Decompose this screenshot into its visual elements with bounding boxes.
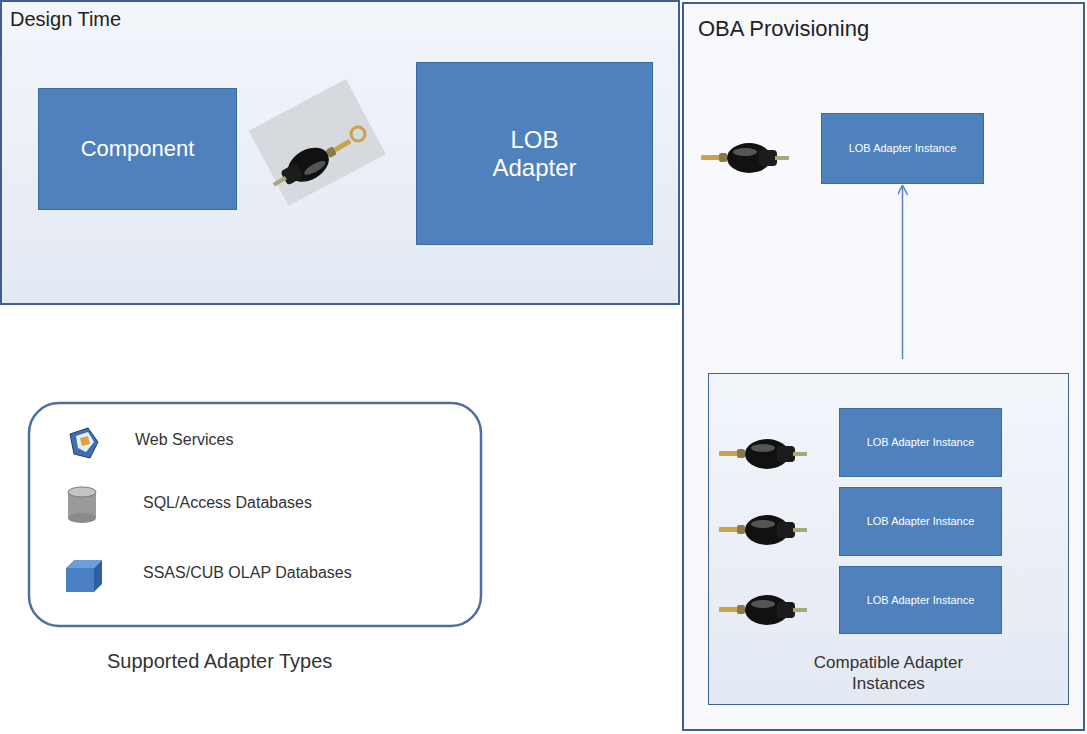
plug-icon xyxy=(719,439,807,469)
panel-heading: Design Time xyxy=(10,8,121,31)
process-box: LOB Adapter xyxy=(416,62,653,245)
legend-title: Supported Adapter Types xyxy=(107,650,332,673)
panel-ground xyxy=(709,374,1068,704)
web-services-icon xyxy=(70,428,98,458)
database-icon xyxy=(68,487,96,523)
panel-ground xyxy=(683,3,1084,730)
group-panel: Design TimeComponent LOB Adapter xyxy=(0,0,680,305)
box-label: LOB Adapter Instance xyxy=(867,594,975,607)
plug-icon xyxy=(719,595,807,625)
legend-text: SSAS/CUB OLAP Databases xyxy=(143,564,352,582)
box-label: LOB Adapter Instance xyxy=(867,436,975,449)
group-panel: Compatible Adapter Instances LOB Adapter … xyxy=(708,373,1069,705)
plug-icon xyxy=(701,143,789,173)
legend-text: SQL/Access Databases xyxy=(143,494,312,512)
box-label: Component xyxy=(81,136,195,161)
group-panel: OBA ProvisioningLOB Adapter InstanceComp… xyxy=(682,2,1085,731)
box-label: LOB Adapter Instance xyxy=(849,142,957,155)
legend-text: Web Services xyxy=(135,431,233,449)
cube-icon xyxy=(66,560,102,592)
process-box: LOB Adapter Instance xyxy=(821,113,984,184)
process-box: Component xyxy=(38,88,237,210)
panel-heading: Compatible Adapter Instances xyxy=(784,652,994,695)
panel-heading: OBA Provisioning xyxy=(698,16,869,42)
panel-ground xyxy=(1,1,679,304)
box-label: LOB Adapter Instance xyxy=(867,515,975,528)
plug-icon xyxy=(249,79,386,206)
arrow-connector xyxy=(902,186,904,359)
process-box: LOB Adapter Instance xyxy=(839,487,1002,556)
process-box: LOB Adapter Instance xyxy=(839,408,1002,477)
box-label: LOB Adapter xyxy=(480,126,590,181)
plug-icon xyxy=(719,515,807,545)
process-box: LOB Adapter Instance xyxy=(839,566,1002,634)
legend-frame xyxy=(29,403,481,626)
